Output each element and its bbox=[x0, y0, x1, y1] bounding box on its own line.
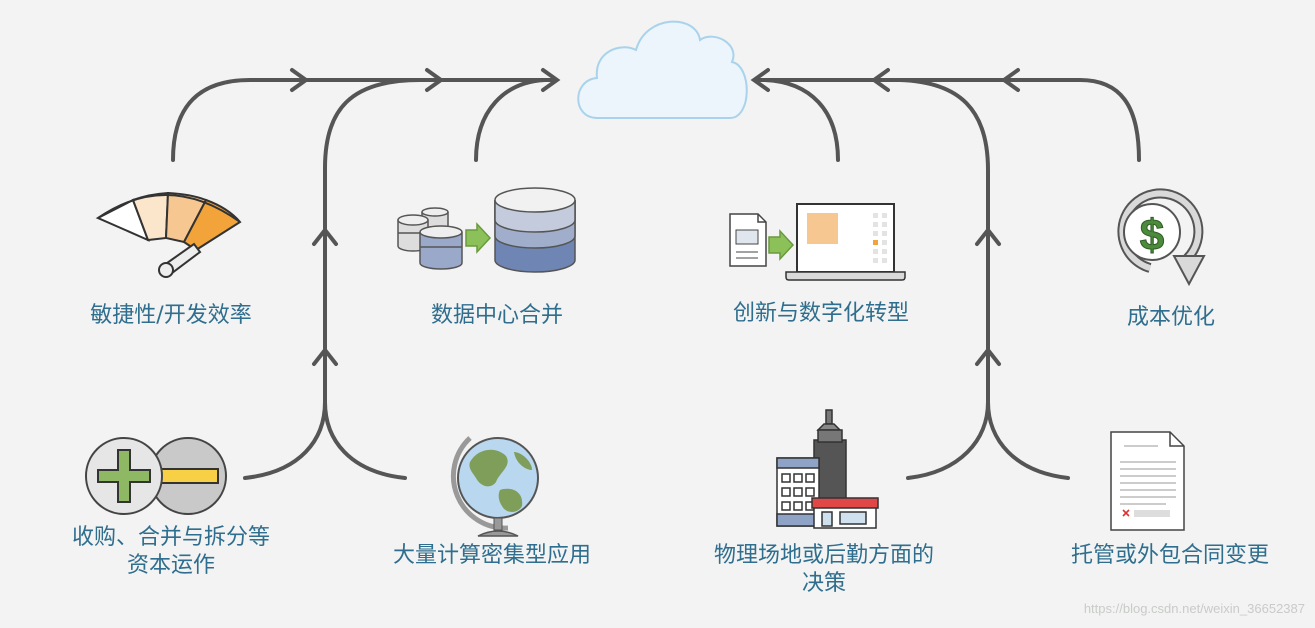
database-merge-icon bbox=[397, 187, 576, 273]
plus-minus-icon bbox=[85, 437, 227, 515]
compute-intensive-label: 大量计算密集型应用 bbox=[392, 543, 591, 568]
agility-label: 敏捷性/开发效率 bbox=[90, 303, 252, 328]
cloud-icon bbox=[577, 20, 748, 119]
physical-facility-label: 物理场地或后勤方面的 决策 bbox=[713, 543, 934, 596]
left-flow-arrows bbox=[171, 68, 561, 480]
gauge-icon bbox=[95, 191, 242, 278]
right-flow-arrows bbox=[750, 68, 1141, 480]
hosting-contract-label: 托管或外包合同变更 bbox=[1070, 543, 1269, 568]
datacenter-consolidation-label: 数据中心合并 bbox=[430, 303, 563, 328]
cost-optimization-label: 成本优化 bbox=[1126, 305, 1215, 330]
globe-icon bbox=[450, 436, 539, 537]
innovation-label: 创新与数字化转型 bbox=[732, 301, 909, 326]
buildings-icon bbox=[776, 409, 879, 529]
watermark-text: https://blog.csdn.net/weixin_36652387 bbox=[1083, 601, 1305, 616]
mna-label: 收购、合并与拆分等 资本运作 bbox=[71, 525, 270, 578]
dollar-down-arrow-icon: $ bbox=[1117, 188, 1206, 287]
svg-text:$: $ bbox=[1140, 211, 1164, 260]
laptop-icon bbox=[729, 203, 906, 281]
contract-document-icon bbox=[1110, 431, 1185, 531]
